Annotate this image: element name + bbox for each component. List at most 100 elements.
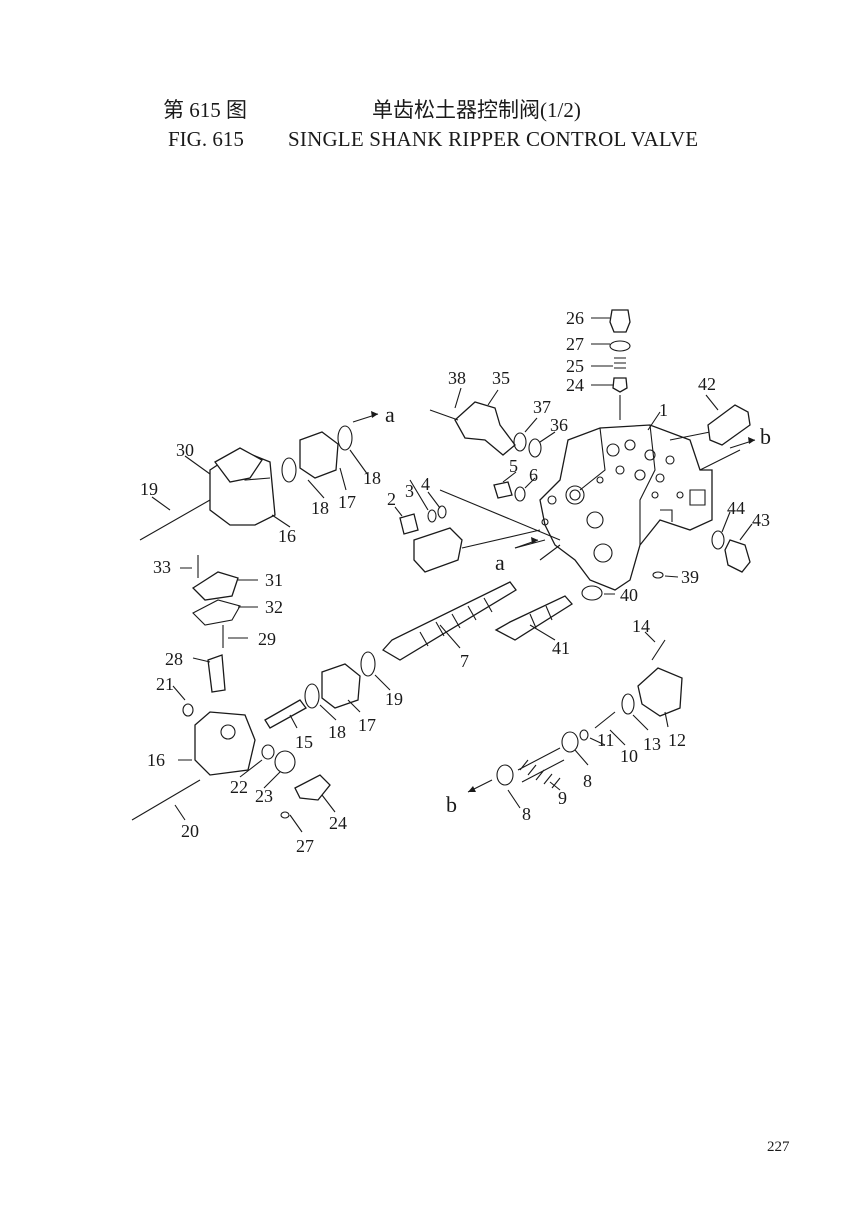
spring-seat-8-b [561, 731, 579, 753]
plug-5 [493, 481, 513, 499]
callout-28: 31 [265, 570, 283, 590]
callout-21: 22 [230, 777, 248, 797]
plug-33 [609, 309, 631, 333]
callout-15: 15 [295, 732, 313, 752]
o-ring-40 [581, 585, 603, 601]
relief-valve-42 [707, 404, 751, 446]
callout-40: 40 [620, 585, 638, 605]
o-ring-3 [427, 509, 437, 523]
connection-a-upper: a [385, 402, 395, 427]
callout-2: 2 [387, 489, 396, 509]
callout-22: 23 [255, 786, 273, 806]
callout-1: 1 [659, 400, 668, 420]
bolt-14 [651, 639, 666, 661]
lever-23 [294, 774, 331, 801]
washer-11 [579, 729, 589, 741]
bearing-21 [261, 744, 275, 760]
connection-b-upper: b [760, 424, 771, 449]
callout-32: 25 [566, 356, 584, 376]
spool-41 [494, 595, 573, 641]
callout-37: 37 [533, 397, 551, 417]
callout-29: 32 [265, 597, 283, 617]
pin-25 [280, 811, 290, 819]
bolt-38 [429, 409, 459, 421]
callout-18-b: 18 [363, 468, 381, 488]
callout-12: 12 [668, 730, 686, 750]
plate-28 [191, 571, 239, 601]
callout-18-a: 18 [311, 498, 329, 518]
figure-number-en: FIG. 615 [168, 127, 244, 151]
callout-3: 3 [405, 481, 414, 501]
o-ring-18-b [337, 425, 353, 451]
callout-18-c: 18 [328, 722, 346, 742]
callout-25: 27 [296, 836, 314, 856]
check-valve [413, 527, 463, 573]
callout-44: 44 [727, 498, 745, 518]
spring-seat-8-a [496, 764, 514, 786]
callout-8-a: 8 [522, 804, 531, 824]
o-ring-18-a [281, 457, 297, 483]
callout-13: 13 [643, 734, 661, 754]
flange-17-lower [321, 663, 361, 709]
callout-24: 30 [176, 440, 194, 460]
figure-number-cn: 第 615 图 [163, 98, 247, 122]
valve-body [539, 424, 713, 591]
spool-7 [381, 581, 517, 661]
callout-4: 4 [421, 474, 430, 494]
pin-15 [264, 699, 307, 729]
callout-11: 11 [597, 730, 614, 750]
lever-26 [207, 654, 226, 693]
lever-24 [214, 447, 263, 483]
callout-8-b: 8 [583, 771, 592, 791]
cap-12 [637, 667, 683, 717]
callout-43: 43 [752, 510, 770, 530]
plug-43 [724, 539, 751, 573]
callout-42: 42 [698, 374, 716, 394]
bolt-10 [594, 711, 616, 729]
callout-35: 35 [492, 368, 510, 388]
o-ring-37 [513, 432, 527, 452]
callout-17-upper: 17 [338, 492, 356, 512]
seal-22 [274, 750, 296, 774]
callout-27: 29 [258, 629, 276, 649]
connection-a-lower: a [495, 550, 505, 575]
figure-title-en: SINGLE SHANK RIPPER CONTROL VALVE [288, 127, 699, 151]
o-ring-39 [652, 571, 664, 579]
callout-23: 24 [329, 813, 347, 833]
figure-title-cn: 单齿松土器控制阀(1/2) [372, 98, 581, 122]
connection-b-lower: b [446, 792, 457, 817]
spring-32 [614, 357, 626, 369]
callout-19-upper: 19 [140, 479, 158, 499]
callout-6: 6 [529, 465, 538, 485]
callout-20: 21 [156, 674, 174, 694]
port-flange-35 [454, 401, 516, 456]
callout-31: 24 [566, 375, 584, 395]
callout-39: 39 [681, 567, 699, 587]
callout-18-d: 19 [385, 689, 403, 709]
callout-41: 41 [552, 638, 570, 658]
gasket-29 [192, 599, 241, 626]
callout-17-lower: 17 [358, 715, 376, 735]
o-ring-6 [514, 486, 526, 502]
bolt-19-upper [139, 499, 211, 541]
callout-14: 14 [632, 616, 650, 636]
page-number: 227 [767, 1139, 790, 1155]
o-ring-36 [528, 438, 542, 458]
o-ring-18-c [304, 683, 320, 709]
cover-16-lower [194, 711, 256, 776]
callout-9: 9 [558, 788, 567, 808]
callout-33: 26 [566, 308, 584, 328]
o-ring-13 [621, 693, 635, 715]
spring-9 [517, 747, 565, 789]
callout-30: 33 [153, 557, 171, 577]
callout-5: 5 [509, 456, 518, 476]
plug-2 [399, 513, 419, 535]
o-ring-34 [609, 340, 631, 352]
o-ring-18-d [360, 651, 376, 677]
callout-38: 38 [448, 368, 466, 388]
flange-17-upper [299, 431, 339, 479]
callout-36: 36 [550, 415, 568, 435]
bolt-19-lower [131, 779, 201, 821]
callout-26: 28 [165, 649, 183, 669]
